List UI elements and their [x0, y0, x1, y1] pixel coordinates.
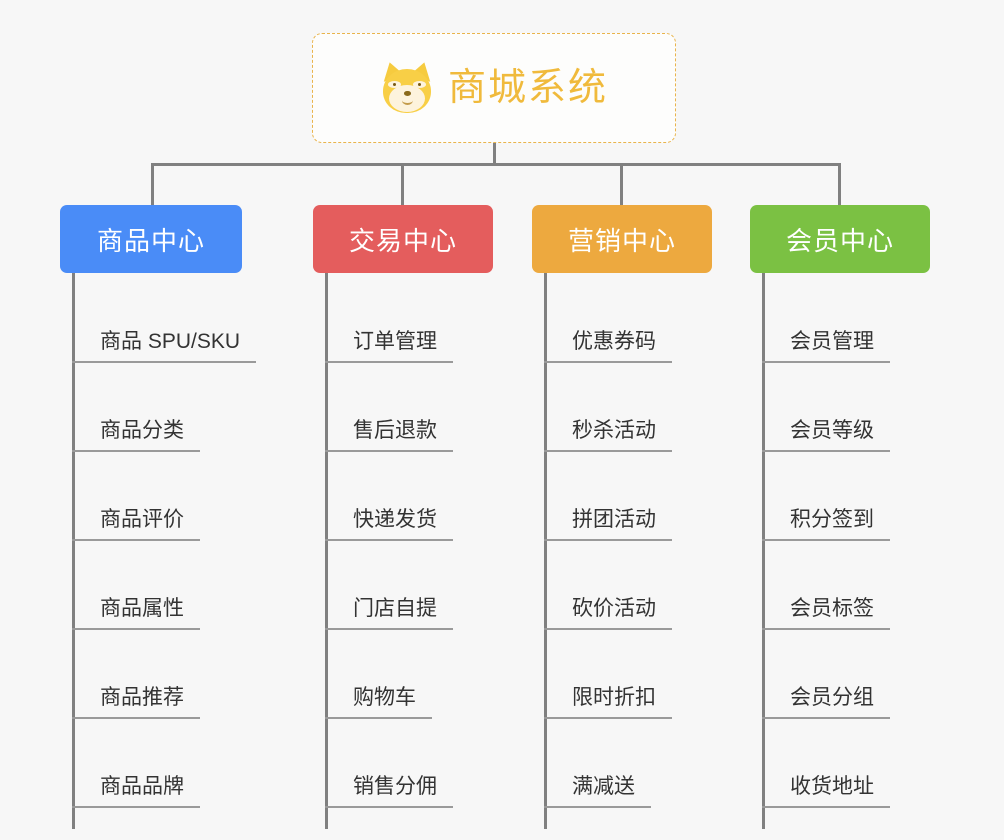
- leaf-item[interactable]: 拼团活动: [532, 452, 752, 541]
- category-label: 商品中心: [96, 225, 205, 256]
- leaf-list-product-center: 商品 SPU/SKU 商品分类 商品评价 商品属性 商品推荐 商品品牌: [60, 273, 300, 829]
- leaf-label: 门店自提: [325, 597, 453, 630]
- leaf-item[interactable]: 收货地址: [750, 719, 970, 808]
- leaf-label: 商品品牌: [72, 775, 200, 808]
- leaf-spine: [72, 273, 75, 829]
- category-label: 营销中心: [567, 225, 676, 256]
- leaf-list-member-center: 会员管理 会员等级 积分签到 会员标签 会员分组 收货地址: [750, 273, 970, 829]
- category-header-trade-center[interactable]: 交易中心: [313, 205, 493, 273]
- leaf-label: 会员等级: [762, 419, 890, 452]
- branch-member-center: 会员中心 会员管理 会员等级 积分签到 会员标签 会员分组 收货地址: [750, 205, 970, 829]
- leaf-spine: [325, 273, 328, 829]
- leaf-label: 拼团活动: [544, 508, 672, 541]
- shiba-pupil-left-icon: [392, 83, 396, 86]
- leaf-item[interactable]: 商品分类: [60, 363, 300, 452]
- leaf-label: 优惠券码: [544, 330, 672, 363]
- connector-root-stem: [493, 143, 496, 165]
- leaf-label: 订单管理: [325, 330, 453, 363]
- leaf-label: 会员标签: [762, 597, 890, 630]
- root-title: 商城系统: [447, 67, 608, 109]
- leaf-item[interactable]: 销售分佣: [313, 719, 533, 808]
- category-header-product-center[interactable]: 商品中心: [60, 205, 242, 273]
- leaf-item[interactable]: 商品品牌: [60, 719, 300, 808]
- leaf-item[interactable]: 砍价活动: [532, 541, 752, 630]
- leaf-item[interactable]: 门店自提: [313, 541, 533, 630]
- leaf-label: 商品分类: [72, 419, 200, 452]
- leaf-item[interactable]: 会员分组: [750, 630, 970, 719]
- leaf-label: 会员管理: [762, 330, 890, 363]
- leaf-item[interactable]: 秒杀活动: [532, 363, 752, 452]
- leaf-item[interactable]: 售后退款: [313, 363, 533, 452]
- leaf-label: 限时折扣: [544, 686, 672, 719]
- branch-product-center: 商品中心 商品 SPU/SKU 商品分类 商品评价 商品属性 商品推荐 商品品牌: [60, 205, 300, 829]
- leaf-item[interactable]: 优惠券码: [532, 274, 752, 363]
- leaf-item[interactable]: 商品属性: [60, 541, 300, 630]
- connector-bus: [151, 163, 841, 166]
- leaf-item[interactable]: 会员管理: [750, 274, 970, 363]
- leaf-item[interactable]: 商品 SPU/SKU: [60, 274, 300, 363]
- leaf-label: 商品 SPU/SKU: [72, 330, 257, 363]
- leaf-item[interactable]: 商品推荐: [60, 630, 300, 719]
- leaf-item[interactable]: 会员标签: [750, 541, 970, 630]
- shiba-nose-icon: [403, 91, 411, 96]
- leaf-item[interactable]: 订单管理: [313, 274, 533, 363]
- connector-drop-2: [401, 163, 404, 206]
- leaf-spine: [544, 273, 547, 829]
- leaf-item[interactable]: 快递发货: [313, 452, 533, 541]
- category-label: 交易中心: [348, 225, 457, 256]
- connector-drop-4: [838, 163, 841, 206]
- leaf-label: 购物车: [325, 686, 432, 719]
- leaf-label: 收货地址: [762, 775, 890, 808]
- leaf-spine: [762, 273, 765, 829]
- leaf-item[interactable]: 积分签到: [750, 452, 970, 541]
- category-header-marketing-center[interactable]: 营销中心: [532, 205, 712, 273]
- connector-drop-3: [620, 163, 623, 206]
- leaf-item[interactable]: 满减送: [532, 719, 752, 808]
- branch-marketing-center: 营销中心 优惠券码 秒杀活动 拼团活动 砍价活动 限时折扣 满减送: [532, 205, 752, 829]
- leaf-list-marketing-center: 优惠券码 秒杀活动 拼团活动 砍价活动 限时折扣 满减送: [532, 273, 752, 829]
- branch-trade-center: 交易中心 订单管理 售后退款 快递发货 门店自提 购物车 销售分佣: [313, 205, 533, 829]
- leaf-item[interactable]: 限时折扣: [532, 630, 752, 719]
- leaf-item[interactable]: 商品评价: [60, 452, 300, 541]
- leaf-label: 会员分组: [762, 686, 890, 719]
- category-label: 会员中心: [785, 225, 894, 256]
- leaf-label: 商品评价: [72, 508, 200, 541]
- shiba-inu-icon: [379, 59, 435, 115]
- leaf-label: 商品属性: [72, 597, 200, 630]
- category-header-member-center[interactable]: 会员中心: [750, 205, 930, 273]
- connector-drop-1: [151, 163, 154, 206]
- leaf-label: 商品推荐: [72, 686, 200, 719]
- leaf-list-trade-center: 订单管理 售后退款 快递发货 门店自提 购物车 销售分佣: [313, 273, 533, 829]
- leaf-label: 砍价活动: [544, 597, 672, 630]
- leaf-label: 满减送: [544, 775, 651, 808]
- root-node[interactable]: 商城系统: [312, 33, 676, 143]
- leaf-label: 快递发货: [325, 508, 453, 541]
- shiba-mouth-icon: [401, 96, 413, 105]
- leaf-label: 销售分佣: [325, 775, 453, 808]
- leaf-label: 秒杀活动: [544, 419, 672, 452]
- leaf-item[interactable]: 购物车: [313, 630, 533, 719]
- leaf-item[interactable]: 会员等级: [750, 363, 970, 452]
- shiba-pupil-right-icon: [417, 83, 421, 86]
- leaf-label: 积分签到: [762, 508, 890, 541]
- leaf-label: 售后退款: [325, 419, 453, 452]
